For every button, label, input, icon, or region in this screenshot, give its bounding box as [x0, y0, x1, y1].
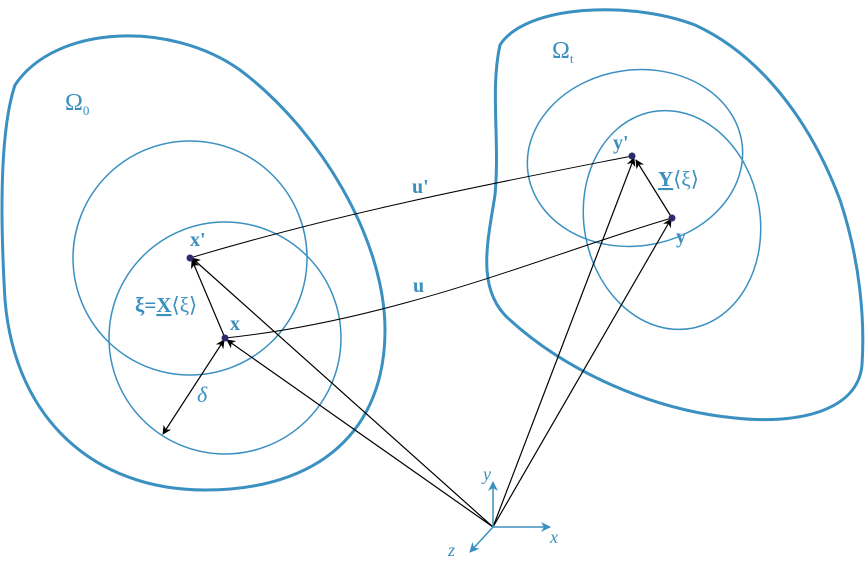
deformed-horizon-y — [582, 109, 762, 331]
label-y-prime: y' — [613, 132, 629, 154]
position-vector-x-prime — [191, 257, 494, 528]
position-vector-x — [226, 339, 494, 528]
bond-vector-Y — [635, 159, 673, 219]
axis-label-y: y — [481, 464, 491, 484]
label-x: x — [230, 313, 240, 335]
label-delta: δ — [197, 382, 208, 407]
label-xi-equals-X: ξ=X⟨ξ⟩ — [135, 293, 197, 317]
point-y — [668, 214, 676, 222]
label-x-prime: x' — [190, 229, 206, 251]
region-omega-0-boundary — [0, 34, 387, 492]
axis-label-z: z — [447, 540, 455, 560]
point-y-prime — [628, 152, 636, 160]
axis-z-arrow — [469, 526, 494, 553]
horizon-radius-delta — [162, 339, 225, 435]
region-omega-t-boundary — [485, 8, 865, 422]
displacement-curve-u-prime — [189, 155, 633, 259]
label-u: u — [413, 275, 424, 297]
label-omega-0: Ω0 — [65, 90, 89, 118]
point-x-prime — [186, 254, 194, 262]
deformed-horizon-y-prime — [526, 68, 744, 248]
label-omega-t: Ωt — [552, 38, 574, 66]
position-vector-y-prime — [492, 157, 636, 528]
label-y: y — [676, 226, 686, 248]
label-u-prime: u' — [412, 176, 429, 198]
axis-label-x: x — [549, 527, 558, 547]
displacement-curve-u — [224, 217, 673, 339]
horizon-circle-x — [108, 221, 342, 455]
bond-vector-xi — [191, 259, 226, 339]
position-vector-y — [492, 218, 672, 528]
label-Y-of-xi: Y⟨ξ⟩ — [658, 167, 699, 191]
point-x — [221, 334, 229, 342]
